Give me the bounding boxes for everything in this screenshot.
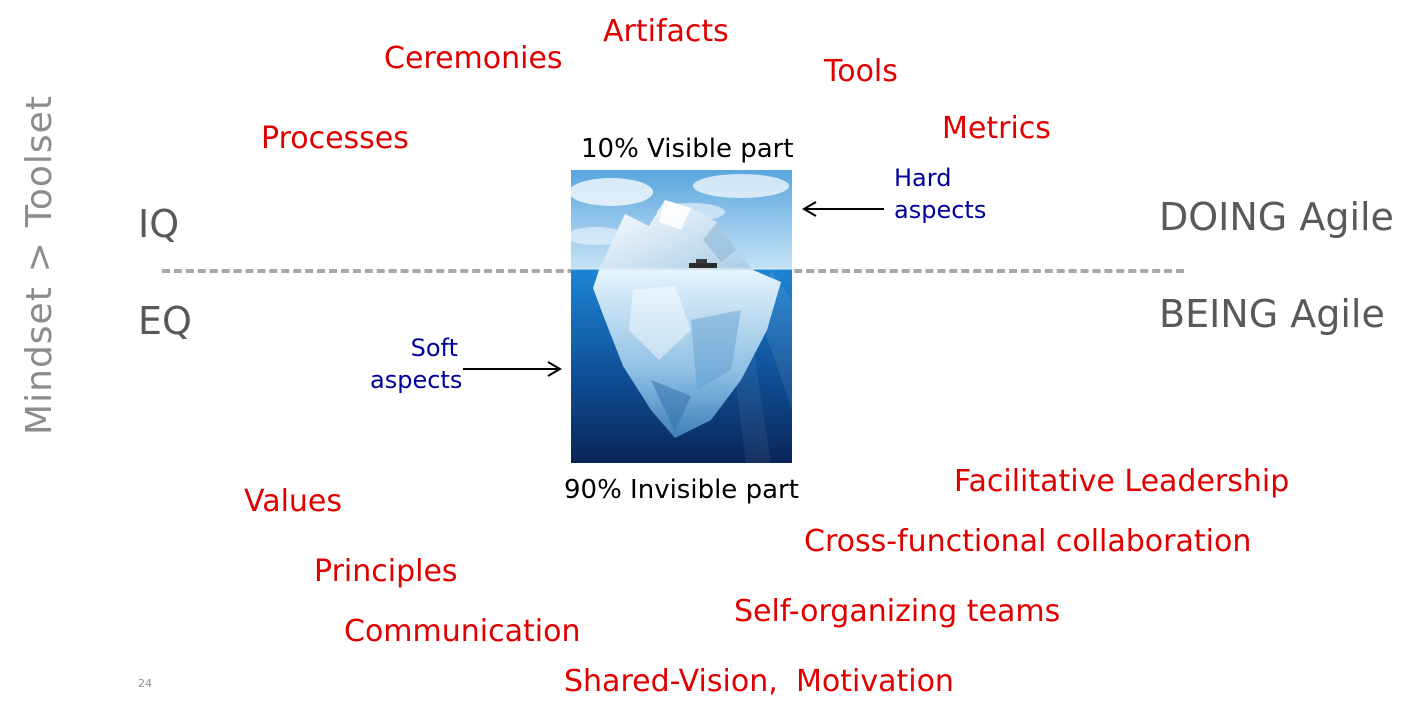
item-ceremonies: Ceremonies xyxy=(384,41,563,76)
item-metrics: Metrics xyxy=(942,111,1051,146)
soft-aspects-line-1: Soft xyxy=(410,334,458,362)
visible-part-caption: 10% Visible part xyxy=(581,134,794,164)
eq-label: EQ xyxy=(138,299,192,343)
iq-label: IQ xyxy=(138,202,180,246)
iceberg-illustration xyxy=(571,170,792,463)
item-artifacts: Artifacts xyxy=(603,14,729,49)
arrow-right-icon xyxy=(463,361,562,377)
mindset-text: Mindset xyxy=(19,286,60,435)
hard-aspects-label: Hard aspects xyxy=(894,162,986,226)
item-communication: Communication xyxy=(344,614,581,649)
toolset-text: Toolset xyxy=(19,95,60,228)
item-cross-functional-collaboration: Cross-functional collaboration xyxy=(804,524,1252,559)
item-motivation: Motivation xyxy=(796,664,954,699)
item-principles: Principles xyxy=(314,554,458,589)
item-tools: Tools xyxy=(824,54,898,89)
item-self-organizing-teams: Self-organizing teams xyxy=(734,594,1061,629)
hard-aspects-line-1: Hard xyxy=(894,164,952,192)
doing-agile-label: DOING Agile xyxy=(1159,195,1394,239)
hard-aspects-line-2: aspects xyxy=(894,196,987,224)
soft-aspects-line-2: aspects xyxy=(370,366,463,394)
item-values: Values xyxy=(244,484,343,519)
item-processes: Processes xyxy=(261,121,409,156)
slide-number: 24 xyxy=(138,677,152,690)
arrow-left-icon xyxy=(802,201,884,217)
item-shared-vision: Shared-Vision, xyxy=(564,664,778,699)
greater-than-text: > xyxy=(19,241,60,273)
item-facilitative-leadership: Facilitative Leadership xyxy=(954,464,1290,499)
boat-icon xyxy=(689,259,717,268)
soft-aspects-label: Soft aspects xyxy=(370,332,463,396)
invisible-part-caption: 90% Invisible part xyxy=(564,475,799,505)
being-agile-label: BEING Agile xyxy=(1159,292,1385,336)
mindset-toolset-label: Mindset > Toolset xyxy=(19,95,60,435)
